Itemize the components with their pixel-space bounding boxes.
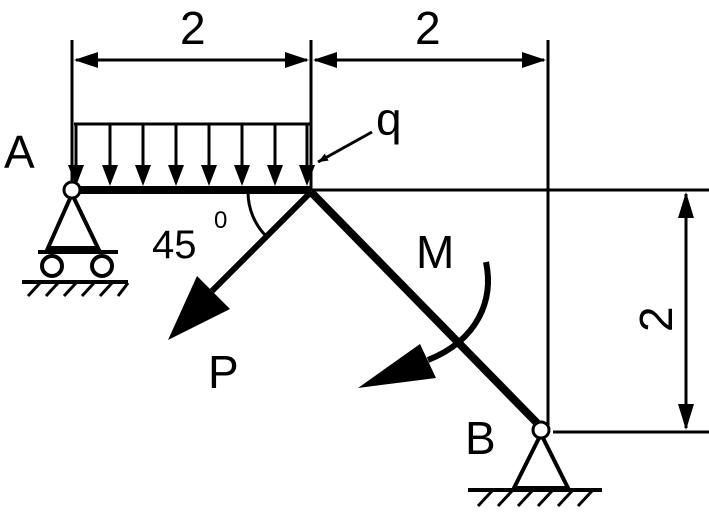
force-p-label: P — [208, 346, 239, 398]
angle-degree-label: 0 — [214, 207, 227, 234]
moment-m-label: M — [416, 226, 454, 278]
dimension-top-right-label: 2 — [415, 2, 441, 54]
moment-m-arrow — [358, 261, 491, 388]
support-a-roller — [22, 180, 130, 298]
angle-arc — [246, 191, 268, 238]
force-p-arrow — [168, 189, 314, 340]
dimension-right — [311, 188, 709, 434]
dimension-top-left-label: 2 — [180, 2, 206, 54]
angle-value-label: 45 — [152, 223, 197, 267]
frame — [80, 186, 540, 426]
dimension-right-label: 2 — [630, 306, 682, 332]
point-b-label: B — [465, 412, 496, 464]
support-b-pin — [468, 420, 602, 508]
distributed-load — [68, 122, 373, 186]
dimension-top — [70, 40, 550, 425]
point-a-label: A — [4, 126, 35, 178]
load-q-label: q — [376, 93, 402, 145]
